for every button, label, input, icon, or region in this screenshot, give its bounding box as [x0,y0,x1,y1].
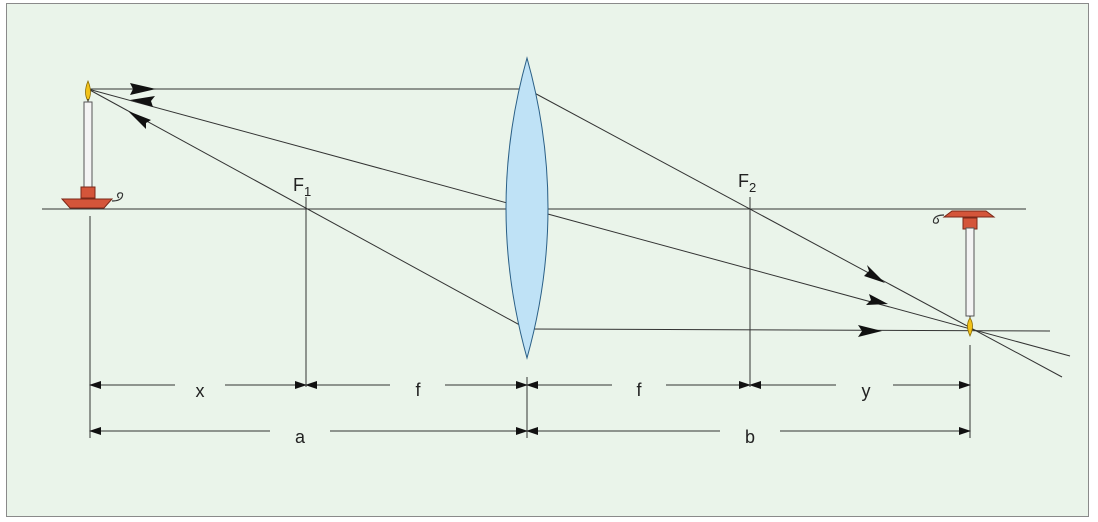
focal-point-1-label: F1 [293,175,311,199]
arrow-4 [864,265,885,283]
arrow-2 [130,96,155,107]
image-candle-holder-handle [932,214,945,224]
image-candle-body [965,227,975,317]
image-candle-socket [962,217,978,230]
ray-arrows [128,83,888,337]
dim-y-label: y [862,381,871,401]
dim-a-label: a [295,427,306,447]
candle-holder-handle [111,192,124,202]
focal-point-2-label: F2 [738,171,756,195]
arrow-6 [858,325,882,337]
object-candle [60,79,124,209]
arrow-3 [128,111,151,129]
image-candle [932,210,996,337]
image-candle-holder-plate [942,210,996,218]
convex-lens [505,56,549,360]
ray-parallel-out [526,88,1063,378]
arrow-1 [130,83,156,95]
candle-socket [80,186,96,199]
dim-f-right-label: f [636,380,642,400]
light-rays [87,88,1071,378]
candle-holder-plate [60,198,114,209]
focal-point-2-subscript: 2 [749,180,756,195]
candle-body [83,101,93,189]
image-candle-flame [967,317,973,337]
arrow-5 [866,294,888,305]
dim-b-label: b [745,427,755,447]
focal-point-1-subscript: 1 [304,184,311,199]
ray-central [87,88,1071,357]
dim-f-left-label: f [415,380,421,400]
dim-x-label: x [196,381,205,401]
candle-flame [85,79,91,102]
ray-focal-in [87,88,528,330]
ray-focal-out [526,328,1051,332]
